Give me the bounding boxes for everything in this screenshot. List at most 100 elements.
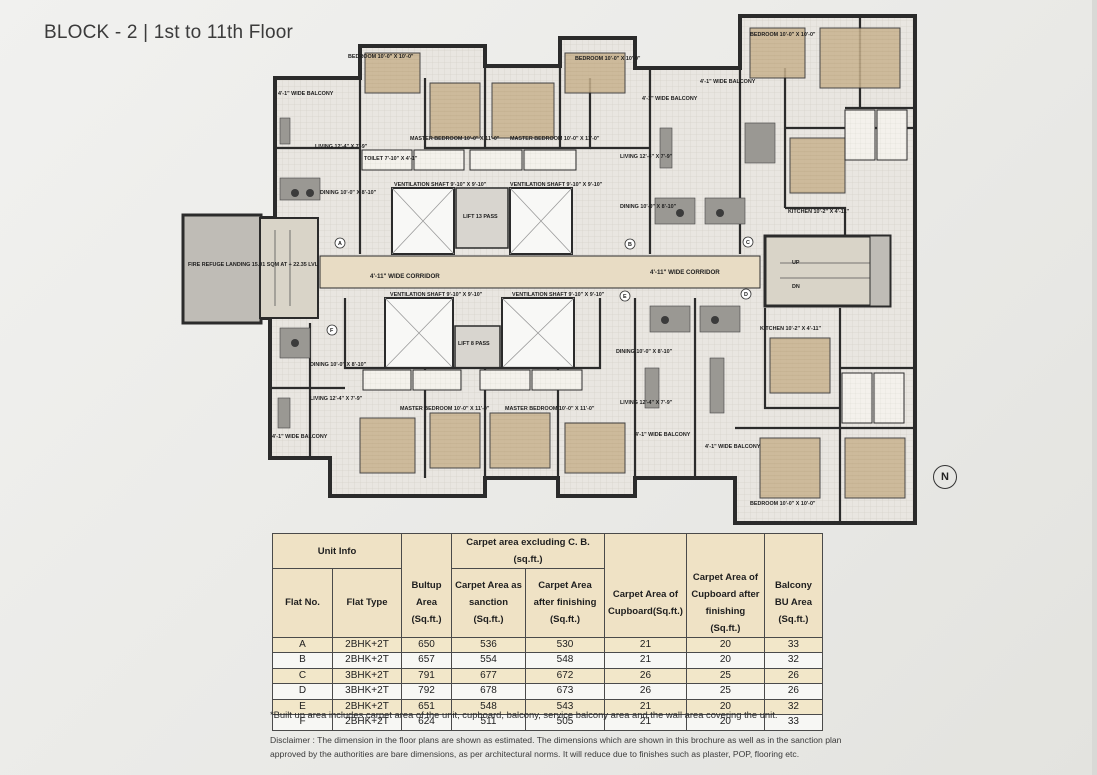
table-cell: 26 [763,683,823,700]
lift-bottom-label: LIFT 8 PASS [458,341,490,347]
vent-shaft-label-2: VENTILATION SHAFT 9'-10" X 9'-10" [510,182,603,188]
table-cell: 32 [763,652,823,669]
fire-refuge-landing [181,213,319,325]
north-compass-icon: N [933,465,957,489]
table-cell: 536 [451,636,526,653]
table-cell: 650 [401,636,452,653]
kitchen-label-1: KITCHEN 10'-2" X 4'-11" [788,209,849,215]
group-carpet-area: Carpet area excluding C. B. (sq.ft.) [451,533,605,569]
balcony-label-4: 4'-1" WIDE BALCONY [272,434,328,440]
plan-labels: 4'-11" WIDE CORRIDOR 4'-11" WIDE CORRIDO… [188,32,849,507]
table-cell: 20 [685,636,765,653]
table-cell: 26 [604,667,687,684]
table-cell: C [272,667,333,684]
table-cell: 20 [685,714,765,731]
table-cell: 677 [451,667,526,684]
toilet-label: TOILET 7'-10" X 4'-1" [364,156,418,162]
group-unit-info: Unit Info [272,533,402,569]
table-cell: F [272,714,333,731]
living-label-1: LIVING 12'-4" X 7'-9" [315,144,368,150]
bedroom-label-3: BEDROOM 10'-0" X 10'-0" [750,32,816,38]
table-cell: 21 [604,714,687,731]
right-staircase [763,234,892,308]
living-label-3: LIVING 12'-4" X 7'-9" [310,396,363,402]
header-flat-no: Flat No. [272,568,333,638]
page-title: BLOCK - 2 | 1st to 11th Floor [44,22,294,43]
lift-top-label: LIFT 13 PASS [463,214,498,220]
unit-marker-a: A [338,241,342,247]
vent-shaft-label-4: VENTILATION SHAFT 9'-10" X 9'-10" [512,292,605,298]
header-builtup: Bultup Area (Sq.ft.) [401,568,452,638]
fire-refuge-label: FIRE REFUGE LANDING 15.01 SQM AT + 22.35… [188,262,319,268]
master-bedroom-label-1: MASTER BEDROOM 10'-0" X 11'-0" [410,136,500,142]
furniture [277,117,776,429]
table-cell: 25 [685,667,765,684]
header-carpet-sanction: Carpet Area as sanction (Sq.ft.) [451,568,526,638]
table-cell: 530 [525,636,605,653]
unit-marker-e: E [623,294,627,300]
table-cell: 33 [763,714,823,731]
table-cell: 791 [401,667,452,684]
unit-info-table: Unit Info Carpet area excluding C. B. (s… [272,533,823,731]
shafts-bottom [384,297,575,369]
table-cell: 21 [604,652,687,669]
kitchen-label-2: KITCHEN 10'-2" X 4'-11" [760,326,821,332]
table-cell: 624 [401,714,452,731]
stair-up-label: UP [792,260,800,266]
header-cupboard-finish: Carpet Area of Cupboard after finishing … [685,568,765,638]
table-cell: 3BHK+2T [332,667,402,684]
table-cell: 20 [685,652,765,669]
dining-tables [291,189,724,347]
unit-marker-d: D [744,292,748,298]
header-carpet-finish: Carpet Area after finishing (Sq.ft.) [525,568,605,638]
bedroom-label-1: BEDROOM 10'-0" X 10'-0" [348,54,414,60]
unit-marker-f: F [330,328,334,334]
table-cell: 2BHK+2T [332,636,402,653]
living-label-4: LIVING 12'-4" X 7'-9" [620,400,673,406]
table-cell: 25 [685,683,765,700]
living-label-2: LIVING 12'-4" X 7'-9" [620,154,673,160]
corridor-right-label: 4'-11" WIDE CORRIDOR [650,269,720,276]
dining-label-2: DINING 10'-0" X 8'-10" [620,204,677,210]
builtup-footnote: *Built up area includes carpet area of t… [270,709,778,720]
dining-label-3: DINING 10'-0" X 8'-10" [310,362,367,368]
unit-marker-b: B [628,242,632,248]
table-cell: 2BHK+2T [332,714,402,731]
dining-label-4: DINING 10'-0" X 8'-10" [616,349,673,355]
table-cell: 3BHK+2T [332,683,402,700]
table-cell: 651 [401,698,452,715]
unit-markers: A B C D E F [326,236,754,336]
unit-marker-c: C [746,240,750,246]
table-cell: 672 [525,667,605,684]
stair-dn-label: DN [792,284,800,290]
table-cell: A [272,636,333,653]
bedroom-label-2: BEDROOM 10'-0" X 10'-0" [575,56,641,62]
balcony-label-3: 4'-1" WIDE BALCONY [700,79,756,85]
table-cell: 33 [763,636,823,653]
header-flat-type: Flat Type [332,568,402,638]
dining-label-1: DINING 10'-0" X 8'-10" [320,190,377,196]
bedroom-label-4: BEDROOM 10'-0" X 10'-0" [750,501,816,507]
table-cell: 26 [763,667,823,684]
balcony-label-2: 4'-1" WIDE BALCONY [642,96,698,102]
table-cell: 554 [451,652,526,669]
master-bedroom-label-3: MASTER BEDROOM 10'-0" X 11'-0" [400,406,490,412]
room-partitions [270,16,915,523]
table-cell: B [272,652,333,669]
table-cell: 2BHK+2T [332,652,402,669]
shafts-top [391,187,573,255]
table-cell: 678 [451,683,526,700]
table-cell: 543 [525,698,605,715]
table-cell: 673 [525,683,605,700]
floor-plan: 4'-11" WIDE CORRIDOR 4'-11" WIDE CORRIDO… [180,8,920,528]
master-bedroom-label-2: MASTER BEDROOM 10'-0" X 11'-0" [510,136,600,142]
disclaimer: Disclaimer : The dimension in the floor … [270,735,842,759]
table-cell: 511 [451,714,526,731]
